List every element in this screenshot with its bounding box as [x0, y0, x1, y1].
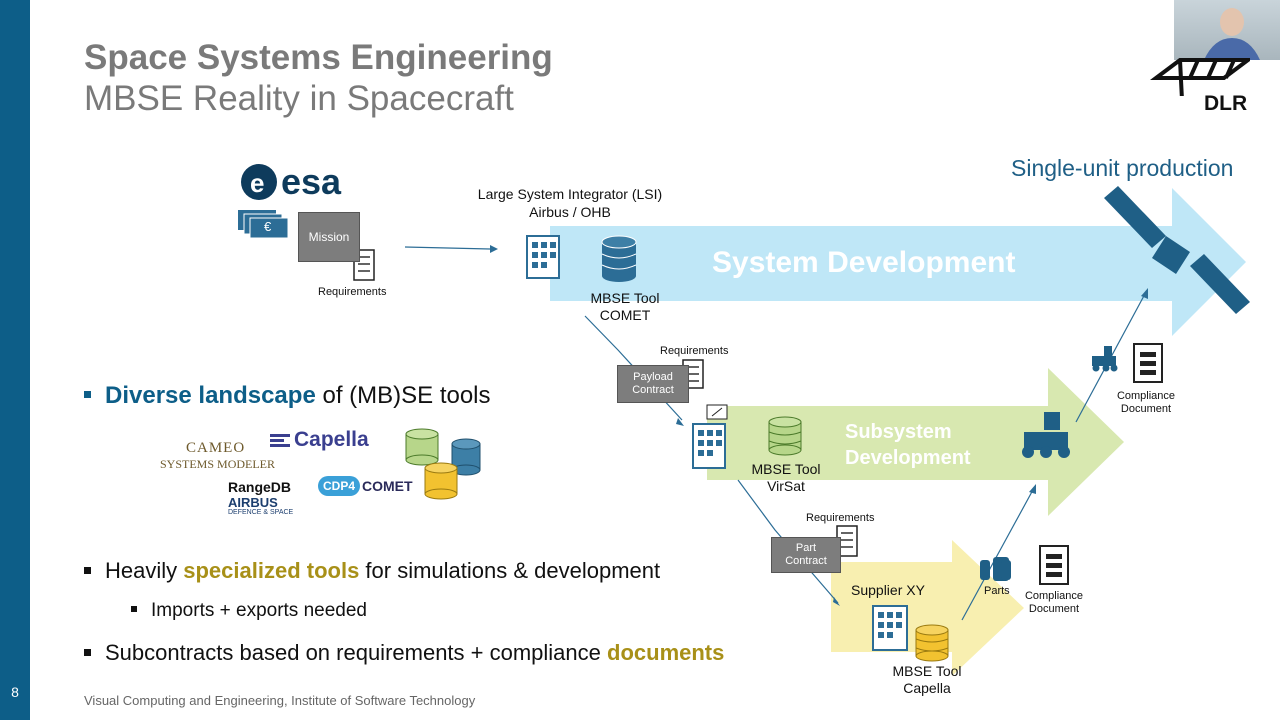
lsi-title: Large System Integrator (LSI): [477, 186, 663, 202]
esa-logo-text: esa: [281, 161, 342, 202]
bullet-subcontracts: Subcontracts based on requirements + com…: [84, 640, 724, 666]
satellite-icon: [1104, 186, 1250, 314]
database-icon-capella: [915, 624, 949, 662]
bullet1-rest: of (MB)SE tools: [315, 382, 491, 409]
bullet-marker: [131, 605, 137, 612]
subsystem-tool-line1: MBSE Tool: [751, 461, 821, 477]
sub-bullet-imports-exports: Imports + exports needed: [131, 600, 367, 622]
rover-icon-small: [1092, 346, 1118, 372]
bullet3-pre: Subcontracts based on requirements + com…: [105, 640, 608, 665]
cdp4-logo-badge: CDP4: [318, 476, 361, 496]
money-icon: [238, 210, 289, 239]
bullet-marker: [84, 566, 91, 574]
mission-box-label: Mission: [308, 229, 350, 244]
lsi-tool-line2: COMET: [599, 307, 651, 323]
part-contract-line2: Contract: [785, 555, 827, 567]
cameo-logo-line2: SYSTEMS MODELER: [160, 457, 276, 471]
part-contract-box: Part Contract: [771, 537, 841, 573]
euro-symbol: €: [264, 219, 272, 234]
payload-contract-box: Payload Contract: [617, 365, 689, 403]
rover-icon-large: [1022, 412, 1070, 458]
supplier-tool-line1: MBSE Tool: [892, 663, 962, 679]
dlr-logo-text: DLR: [1204, 92, 1248, 115]
compliance-bottom-line1: Compliance: [1024, 590, 1084, 602]
requirements-doc-lines: [358, 256, 853, 548]
database-icon-virsat: [768, 416, 802, 456]
subsystem-development-label: Subsystem Development: [845, 419, 971, 471]
comet-logo-text: COMET: [362, 478, 413, 494]
slide-subtitle: MBSE Reality in Spacecraft: [84, 79, 514, 118]
person-icon: [1204, 8, 1260, 60]
slide-footer: Visual Computing and Engineering, Instit…: [84, 693, 476, 708]
slide-title: Space Systems Engineering: [84, 38, 553, 77]
bullet2-pre: Heavily: [105, 558, 184, 583]
subsystem-line2: Development: [845, 447, 971, 469]
bullet1-highlight: Diverse landscape: [105, 382, 316, 409]
subsystem-development-arrow: [707, 368, 1124, 516]
system-development-label: System Development: [712, 246, 1016, 279]
bullet-specialized-tools: Heavily specialized tools for simulation…: [84, 558, 660, 584]
part-requirements-label: Requirements: [806, 512, 875, 524]
airbus-logo-subtext: DEFENCE & SPACE: [228, 509, 294, 516]
bullet-diverse-landscape: Diverse landscape of (MB)SE tools: [84, 382, 491, 410]
esa-logo-mark: e: [241, 164, 277, 200]
database-icon-comet: [601, 235, 637, 282]
lsi-subtitle: Airbus / OHB: [529, 204, 611, 220]
capella-logo-text: Capella: [294, 428, 369, 451]
stamp-icon: [706, 404, 728, 420]
part-contract-line1: Part: [795, 542, 817, 554]
supplier-tool-line2: Capella: [903, 680, 951, 696]
cameo-logo-line1: CAMEO: [186, 440, 246, 456]
compliance-bottom-line2: Document: [1028, 603, 1080, 615]
dlr-wing-icon: [1150, 58, 1250, 96]
payload-requirements-label: Requirements: [660, 345, 729, 357]
mission-box: Mission: [298, 212, 360, 262]
tool-database-cluster-icon: [405, 428, 481, 500]
webcam-video: [1174, 0, 1280, 60]
left-accent-bar: [0, 0, 30, 720]
supplier-label: Supplier XY: [851, 582, 925, 598]
svg-text:e: e: [250, 168, 264, 198]
single-unit-production-label: Single-unit production: [1011, 155, 1234, 181]
bullet2-highlight: specialized tools: [183, 558, 360, 583]
dlr-logo: DLR: [1150, 56, 1260, 118]
bullet2-rest: for simulations & development: [359, 558, 661, 583]
bullet3-highlight: documents: [607, 640, 725, 665]
subsystem-tool-line2: VirSat: [767, 478, 805, 494]
subsystem-line1: Subsystem: [845, 421, 952, 443]
slide-number: 8: [11, 684, 19, 700]
building-windows: [532, 242, 902, 638]
compliance-doc-icon: [1039, 343, 1163, 585]
payload-contract-line1: Payload: [633, 371, 673, 383]
lsi-tool-line1: MBSE Tool: [590, 290, 660, 306]
bullet-marker: [84, 648, 91, 656]
system-development-arrow: [550, 188, 1246, 336]
parts-label: Parts: [984, 585, 1010, 597]
arrowheads: [490, 245, 1148, 606]
compliance-top-line1: Compliance: [1116, 390, 1176, 402]
mission-requirements-label: Requirements: [318, 286, 387, 298]
airbus-logo-text: AIRBUS: [228, 495, 278, 510]
compliance-top-line2: Document: [1120, 403, 1172, 415]
bullet-marker: [84, 391, 91, 399]
rangedb-logo-text: RangeDB: [228, 479, 292, 495]
capella-logo-icon: [270, 434, 290, 447]
bullet2-sub-text: Imports + exports needed: [151, 600, 367, 621]
payload-contract-line2: Contract: [632, 384, 674, 396]
parts-icon: [980, 557, 1011, 581]
